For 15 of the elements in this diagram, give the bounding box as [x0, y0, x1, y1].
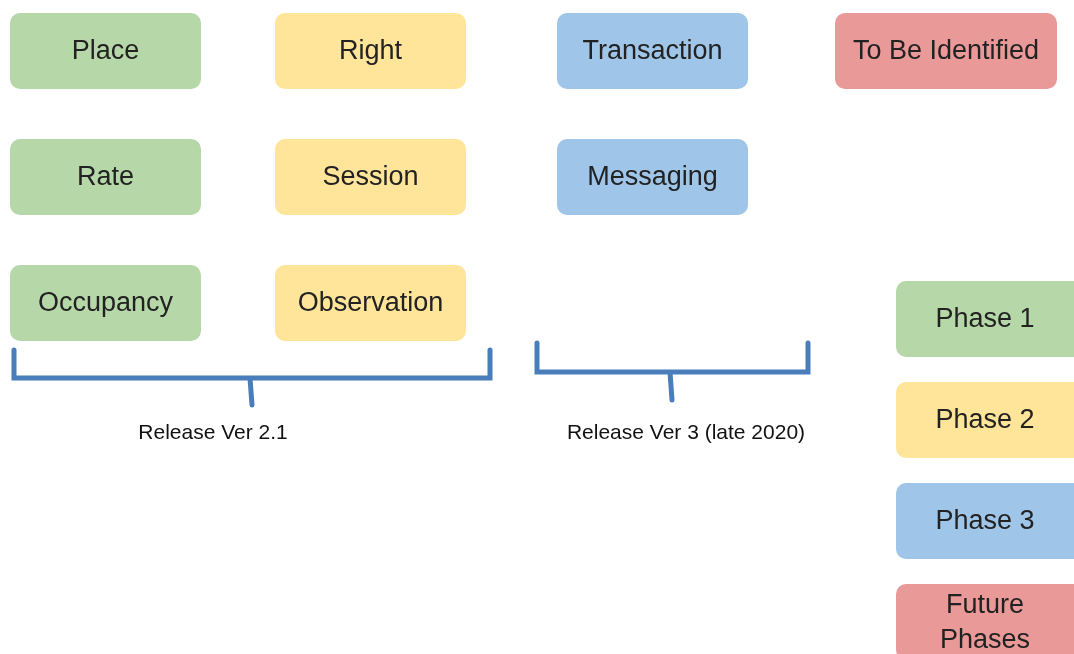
category-box: Occupancy — [10, 265, 201, 341]
category-box: Observation — [275, 265, 466, 341]
category-box: To Be Identified — [835, 13, 1057, 89]
category-box: Messaging — [557, 139, 748, 215]
category-box: Right — [275, 13, 466, 89]
release-label: Release Ver 2.1 — [138, 420, 288, 444]
category-box: Transaction — [557, 13, 748, 89]
legend-key: Future Phases — [896, 584, 1074, 654]
legend-key: Phase 1 — [896, 281, 1074, 357]
release-label: Release Ver 3 (late 2020) — [566, 420, 806, 444]
category-box: Rate — [10, 139, 201, 215]
category-box: Session — [275, 139, 466, 215]
category-box: Place — [10, 13, 201, 89]
legend-key: Phase 2 — [896, 382, 1074, 458]
legend-key: Phase 3 — [896, 483, 1074, 559]
